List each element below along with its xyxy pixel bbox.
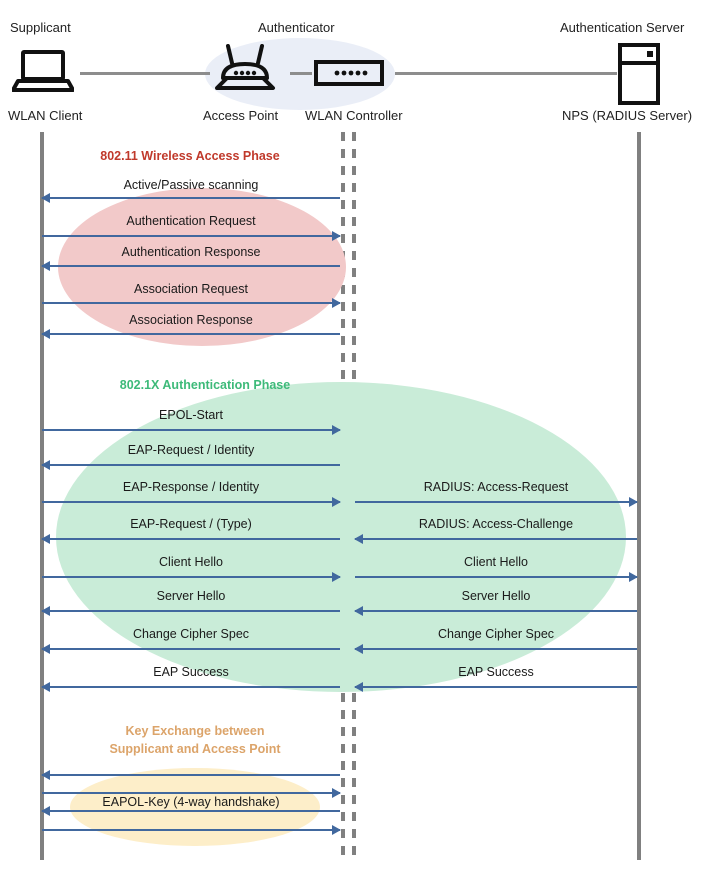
arrow-eapol-key-3 bbox=[41, 806, 340, 816]
arrow-eapol-key-2 bbox=[42, 788, 341, 798]
link-client-to-ap bbox=[80, 72, 210, 75]
label-server-hello-left: Server Hello bbox=[156, 589, 226, 603]
arrow-eap-request-type bbox=[41, 534, 340, 544]
label-active-passive-scanning: Active/Passive scanning bbox=[123, 178, 259, 192]
label-client-hello-left: Client Hello bbox=[159, 555, 223, 569]
arrow-eap-response-identity bbox=[42, 497, 341, 507]
role-title-authentication-server: Authentication Server bbox=[560, 20, 685, 35]
arrow-authentication-request bbox=[42, 231, 341, 241]
role-title-supplicant: Supplicant bbox=[10, 20, 71, 35]
device-label-access-point: Access Point bbox=[203, 108, 279, 123]
phase-caption-8021x: 802.1X Authentication Phase bbox=[119, 378, 291, 392]
device-label-wlan-client: WLAN Client bbox=[8, 108, 83, 123]
label-epol-start: EPOL-Start bbox=[159, 408, 223, 422]
arrow-epol-start bbox=[42, 425, 341, 435]
label-radius-access-challenge: RADIUS: Access-Challenge bbox=[418, 517, 574, 531]
arrow-server-hello-right bbox=[354, 606, 637, 616]
arrow-active-passive-scanning bbox=[41, 193, 340, 203]
phase-highlight-key-exchange bbox=[70, 768, 320, 846]
wlan-controller-icon bbox=[314, 60, 384, 91]
label-eap-success-left: EAP Success bbox=[153, 665, 229, 679]
device-label-wlan-controller: WLAN Controller bbox=[305, 108, 403, 123]
label-change-cipher-spec-right: Change Cipher Spec bbox=[437, 627, 555, 641]
wireless-access-point-icon bbox=[214, 44, 276, 99]
arrow-client-hello-left bbox=[42, 572, 341, 582]
arrow-eap-request-identity bbox=[41, 460, 340, 470]
phase-highlight-8021x bbox=[56, 382, 626, 692]
label-eap-request-identity: EAP-Request / Identity bbox=[127, 443, 255, 457]
arrow-association-response bbox=[41, 329, 340, 339]
laptop-icon bbox=[11, 50, 75, 97]
phase-highlight-80211 bbox=[58, 188, 346, 346]
device-label-nps-radius-server: NPS (RADIUS Server) bbox=[562, 108, 693, 123]
label-radius-access-request: RADIUS: Access-Request bbox=[423, 480, 569, 494]
phase-caption-key-exchange: Key Exchange between Supplicant and Acce… bbox=[109, 724, 281, 756]
lifeline-authentication-server bbox=[637, 132, 641, 860]
arrow-change-cipher-spec-right bbox=[354, 644, 637, 654]
link-ap-to-controller bbox=[290, 72, 312, 75]
arrow-eapol-key-1 bbox=[41, 770, 340, 780]
label-authentication-request: Authentication Request bbox=[126, 214, 256, 228]
label-server-hello-right: Server Hello bbox=[461, 589, 531, 603]
label-association-request: Association Request bbox=[134, 282, 248, 296]
label-authentication-response: Authentication Response bbox=[121, 245, 261, 259]
link-controller-to-server bbox=[395, 72, 617, 75]
lifeline-supplicant bbox=[40, 132, 44, 860]
arrow-change-cipher-spec-left bbox=[41, 644, 340, 654]
label-association-response: Association Response bbox=[129, 313, 253, 327]
label-eap-request-type: EAP-Request / (Type) bbox=[130, 517, 252, 531]
label-client-hello-right: Client Hello bbox=[464, 555, 528, 569]
arrow-server-hello-left bbox=[41, 606, 340, 616]
phase-caption-80211: 802.11 Wireless Access Phase bbox=[100, 149, 280, 163]
arrow-association-request bbox=[42, 298, 341, 308]
arrow-client-hello-right bbox=[355, 572, 638, 582]
arrow-authentication-response bbox=[41, 261, 340, 271]
arrow-eap-success-left bbox=[41, 682, 340, 692]
label-eap-response-identity: EAP-Response / Identity bbox=[122, 480, 260, 494]
label-eap-success-right: EAP Success bbox=[458, 665, 534, 679]
label-eapol-key-handshake: EAPOL-Key (4-way handshake) bbox=[102, 795, 280, 809]
arrow-eapol-key-4 bbox=[42, 825, 341, 835]
server-rack-icon bbox=[618, 43, 660, 110]
label-change-cipher-spec-left: Change Cipher Spec bbox=[132, 627, 250, 641]
role-title-authenticator: Authenticator bbox=[258, 20, 335, 35]
arrow-eap-success-right bbox=[354, 682, 637, 692]
arrow-radius-access-request bbox=[355, 497, 638, 507]
arrow-radius-access-challenge bbox=[354, 534, 637, 544]
